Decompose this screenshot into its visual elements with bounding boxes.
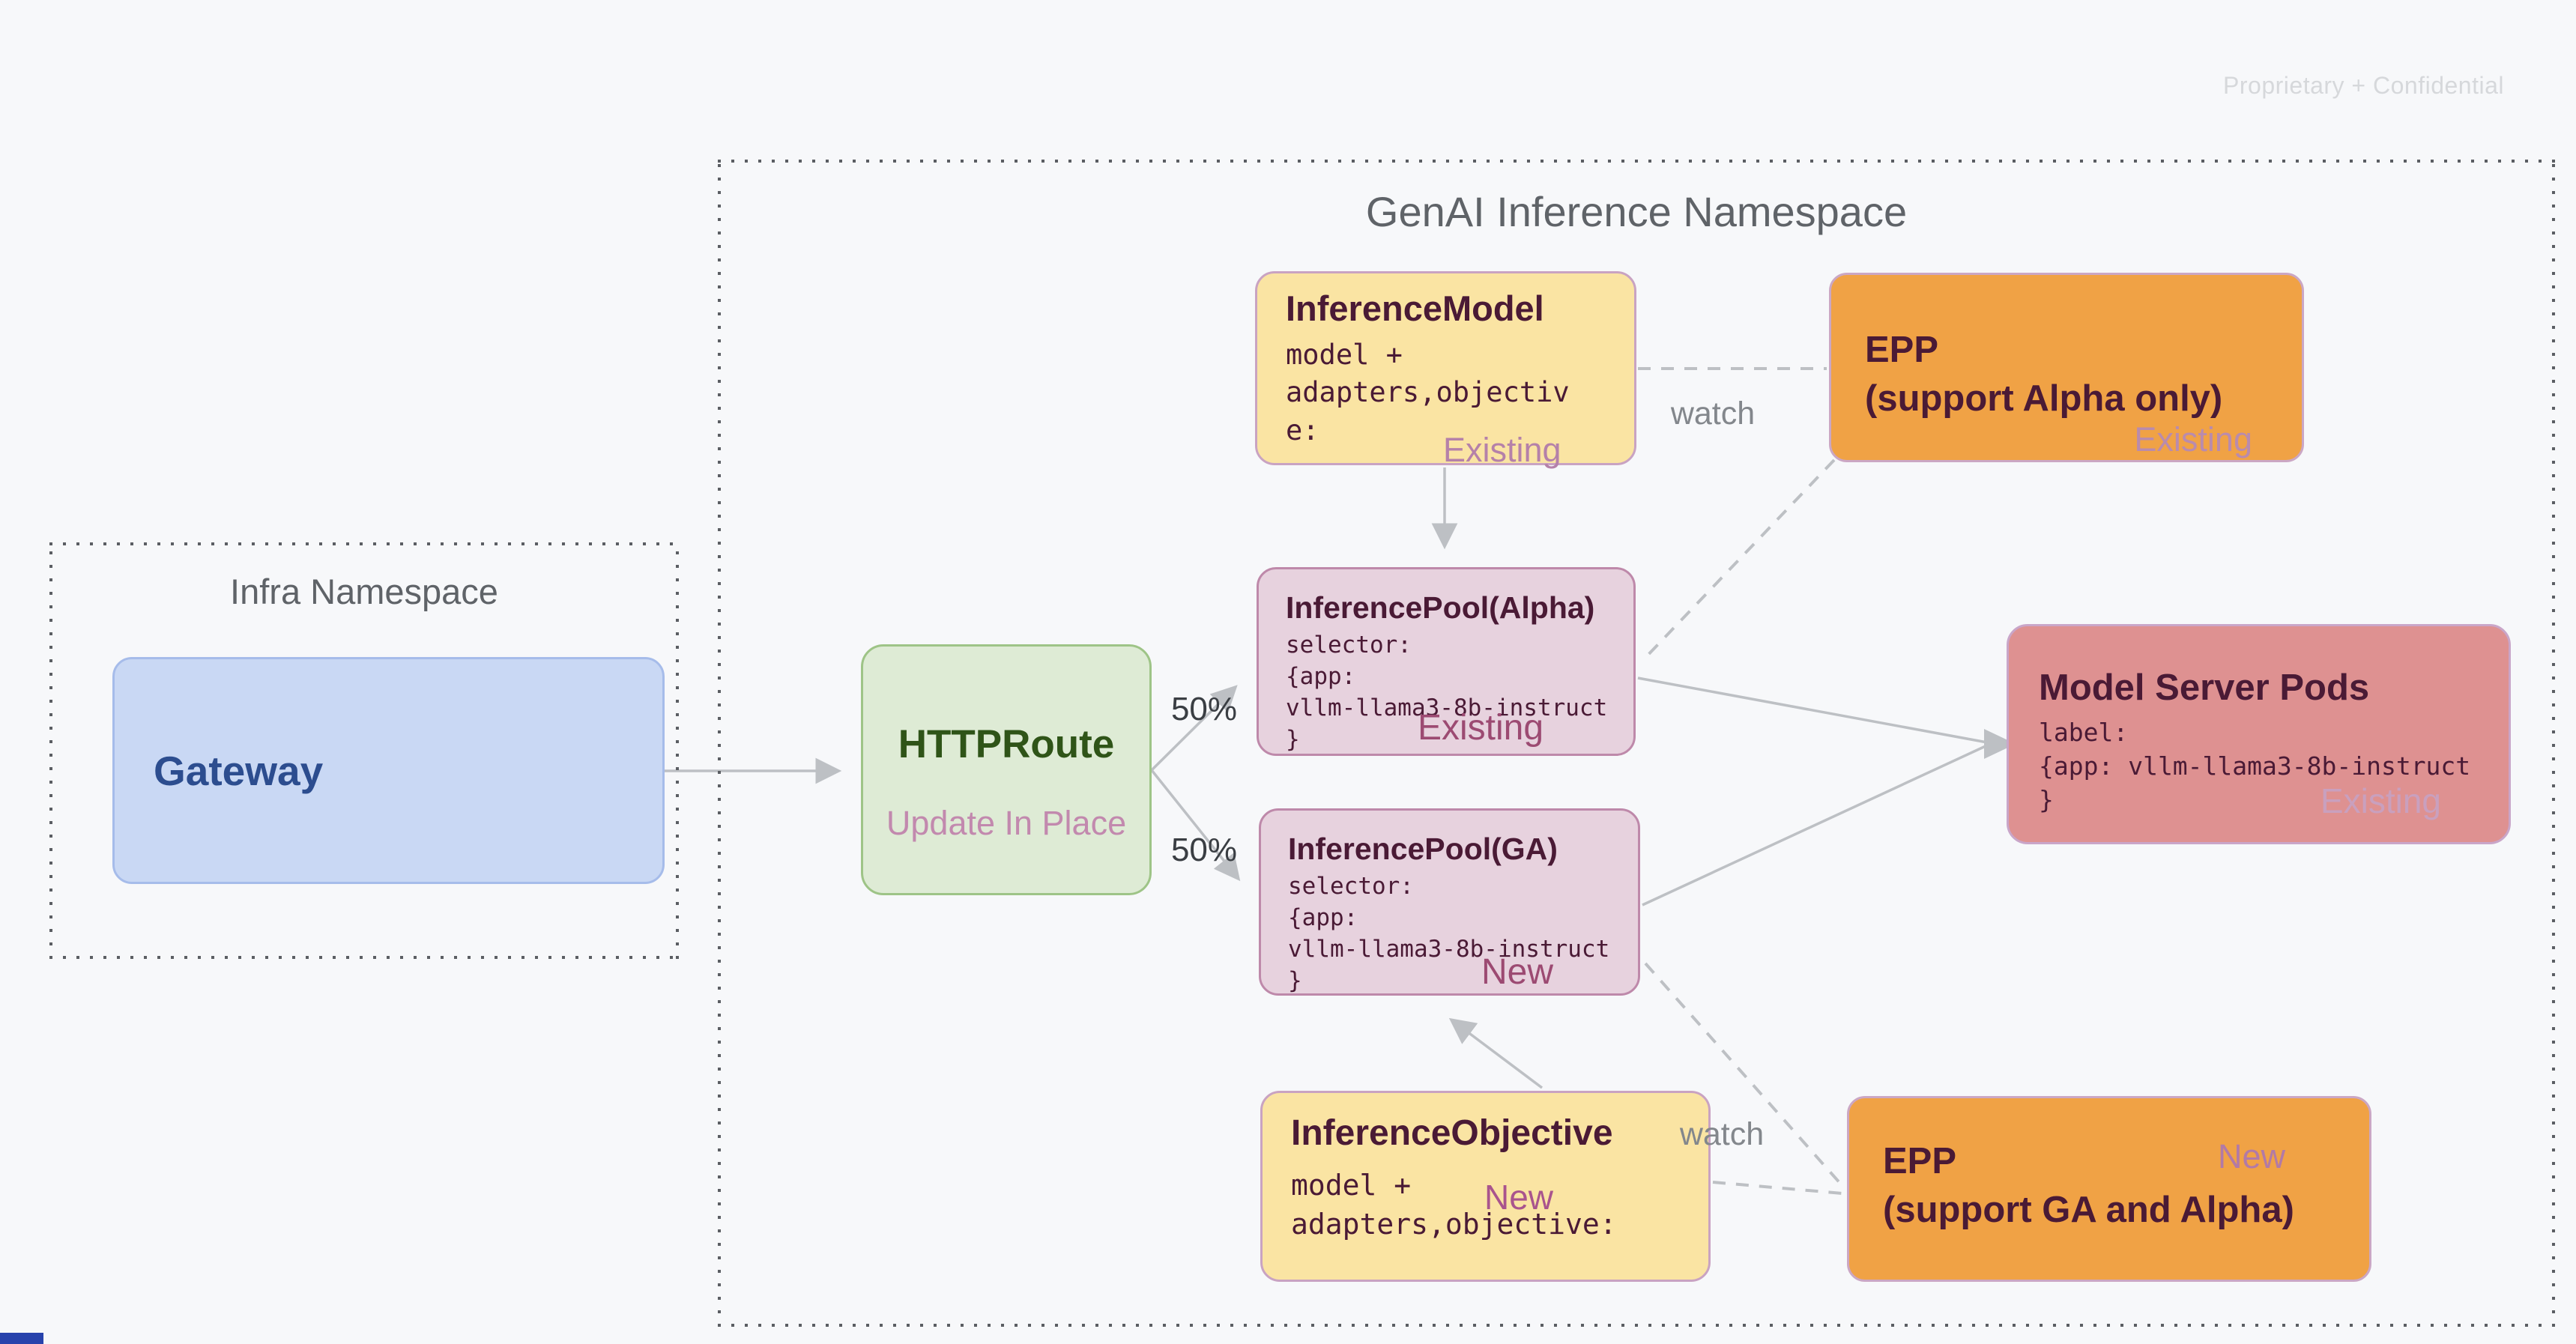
inference-model-spec: model + adapters,objectiv e: xyxy=(1286,339,1570,447)
inference-objective-spec: model + adapters,objective: xyxy=(1291,1169,1617,1241)
model-server-pods-title: Model Server Pods xyxy=(2039,668,2370,708)
gateway-node: Gateway xyxy=(112,657,665,884)
inference-pool-ga-selector: selector: {app: vllm-llama3-8b-instruct … xyxy=(1288,873,1610,995)
httproute-status-label: Update In Place xyxy=(886,804,1127,842)
model-server-pods-node: Model Server Pods label: {app: vllm-llam… xyxy=(2007,624,2511,844)
watermark-text: Proprietary + Confidential xyxy=(2223,72,2504,99)
epp-alpha-status-badge: Existing xyxy=(2134,420,2252,458)
bottom-left-blue-bar xyxy=(0,1333,43,1344)
gateway-title: Gateway xyxy=(154,747,324,794)
infra-namespace-title: Infra Namespace xyxy=(230,572,498,611)
epp-ga-title-line2: (support GA and Alpha) xyxy=(1883,1189,2294,1230)
traffic-split-label-alpha: 50% xyxy=(1170,691,1238,727)
watch-label-bottom: watch xyxy=(1679,1116,1765,1152)
inference-model-node: InferenceModel model + adapters,objectiv… xyxy=(1255,271,1636,469)
inference-pool-alpha-title: InferencePool(Alpha) xyxy=(1286,590,1595,625)
inference-objective-status-badge: New xyxy=(1484,1178,1554,1217)
inference-pool-alpha-selector: selector: {app: vllm-llama3-8b-instruct … xyxy=(1286,632,1608,754)
epp-ga-node: EPP (support GA and Alpha) New xyxy=(1847,1096,2371,1282)
genai-namespace-title: GenAI Inference Namespace xyxy=(1365,188,1908,235)
epp-alpha-title-line1: EPP xyxy=(1865,330,1939,370)
model-server-pods-label-spec: label: {app: vllm-llama3-8b-instruct } xyxy=(2039,718,2471,814)
inference-pool-ga-node: InferencePool(GA) selector: {app: vllm-l… xyxy=(1259,808,1640,996)
inference-pool-ga-status-badge: New xyxy=(1481,952,1554,992)
inference-pool-ga-title: InferencePool(GA) xyxy=(1288,832,1558,866)
epp-alpha-node: EPP (support Alpha only) Existing xyxy=(1829,273,2304,462)
inference-pool-alpha-status-badge: Existing xyxy=(1418,708,1544,748)
traffic-split-label-ga: 50% xyxy=(1170,832,1238,868)
inference-objective-node: InferenceObjective model + adapters,obje… xyxy=(1260,1091,1711,1282)
epp-alpha-title-line2: (support Alpha only) xyxy=(1865,378,2223,419)
epp-ga-status-badge: New xyxy=(2217,1137,2285,1175)
epp-alpha-title: EPP (support Alpha only) xyxy=(1865,326,2222,423)
inference-model-status-badge: Existing xyxy=(1443,431,1561,469)
inference-objective-title: InferenceObjective xyxy=(1291,1113,1613,1153)
inference-pool-alpha-node: InferencePool(Alpha) selector: {app: vll… xyxy=(1257,567,1636,756)
epp-ga-title: EPP (support GA and Alpha) xyxy=(1883,1137,2294,1234)
epp-ga-title-line1: EPP xyxy=(1883,1141,1957,1181)
watch-label-top: watch xyxy=(1670,396,1756,432)
httproute-title: HTTPRoute xyxy=(898,722,1115,766)
model-server-pods-status-badge: Existing xyxy=(2320,781,2441,820)
httproute-node: HTTPRoute Update In Place xyxy=(861,644,1152,895)
inference-model-title: InferenceModel xyxy=(1286,288,1544,328)
